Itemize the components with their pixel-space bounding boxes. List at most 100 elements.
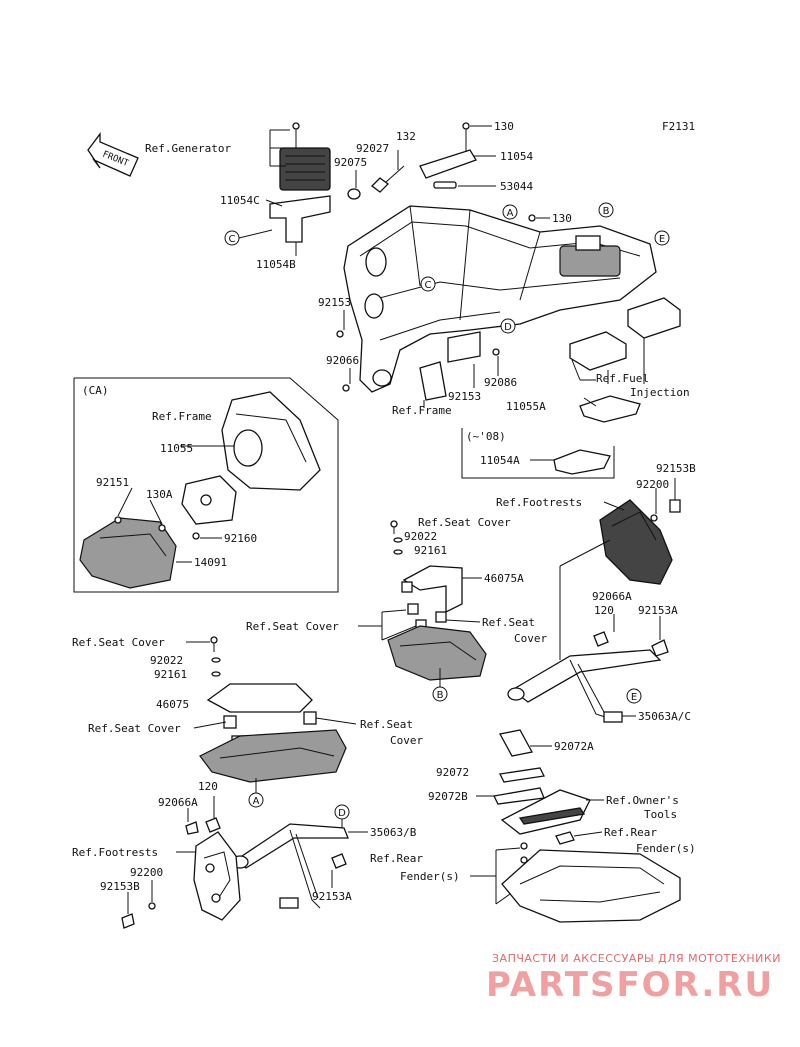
generator-regulator-part (279, 122, 331, 191)
bracket-11054c-part (269, 195, 331, 243)
seat-bracket-46075a-part (390, 520, 463, 631)
collar-92075-part (347, 188, 361, 200)
callout-46075a: 46075A (484, 572, 524, 585)
callout-ref-frame-1: Ref.Frame (392, 404, 452, 417)
callout-ref-frame-2: Ref.Frame (152, 410, 212, 423)
marker-a-seat: A (248, 792, 264, 808)
callout-ref-rear-fender-2b: Fender(s) (400, 870, 460, 883)
callout-130-mid: 130 (552, 212, 572, 225)
callout-ref-seat-cover-1: Ref.Seat Cover (418, 516, 511, 529)
ca-inset: (CA) (73, 377, 339, 593)
callout-92027: 92027 (356, 142, 389, 155)
svg-text:A: A (253, 796, 260, 807)
callout-11054b: 11054B (256, 258, 296, 271)
marker-b-top: B (598, 202, 614, 218)
callout-92161-l: 92161 (154, 668, 187, 681)
callout-ref-rear-fender-2a: Ref.Rear (370, 852, 423, 865)
callout-92066a-l: 92066A (158, 796, 198, 809)
main-frame-part (343, 205, 657, 401)
callout-ref-generator: Ref.Generator (145, 142, 231, 155)
tool-kit-part (500, 789, 604, 835)
svg-text:A: A (507, 208, 514, 219)
svg-text:D: D (504, 322, 512, 333)
marker-d-frame: D (500, 318, 516, 334)
marker-c-left: C (224, 230, 240, 246)
callout-92072a: 92072A (554, 740, 594, 753)
bolt-132-part (371, 165, 405, 193)
callout-120-r: 120 (594, 604, 614, 617)
bracket-11055a-part (579, 395, 641, 423)
callout-ref-seat-cover-3a: Ref.Seat (482, 616, 535, 629)
fuel-injection-part (569, 297, 681, 384)
callout-92161-r: 92161 (414, 544, 447, 557)
callout-130-top: 130 (494, 120, 514, 133)
callout-14091: 14091 (194, 556, 227, 569)
right-footrest-bracket-part (599, 478, 681, 585)
sub-box-08 (461, 428, 615, 479)
svg-text:B: B (603, 206, 610, 217)
callout-ref-seat-cover-2: Ref.Seat Cover (246, 620, 339, 633)
callout-53044: 53044 (500, 180, 533, 193)
bolt-130-icon (528, 214, 536, 222)
sub-label-08: (~'08) (466, 430, 506, 443)
bolt-92086-icon (492, 348, 500, 356)
seat-base-right-part (387, 625, 487, 681)
bolt-92066-icon (342, 384, 350, 392)
callout-92153a-r: 92153A (638, 604, 678, 617)
callout-120-l: 120 (198, 780, 218, 793)
callout-46075: 46075 (156, 698, 189, 711)
marker-a-top: A (502, 204, 518, 220)
callout-35063ac: 35063A/C (638, 710, 691, 723)
svg-text:D: D (338, 808, 346, 819)
callout-ref-seat-cover-3b: Cover (514, 632, 547, 645)
strap-92072b-part (476, 787, 545, 805)
marker-c-frame: C (420, 276, 436, 292)
callout-ref-rear-fender-1b: Fender(s) (636, 842, 696, 855)
callout-ref-fuel-2: Injection (630, 386, 690, 399)
callout-92086: 92086 (484, 376, 517, 389)
figure-code: F2131 (662, 120, 695, 133)
callout-ref-seat-cover-6b: Cover (390, 734, 423, 747)
callout-ref-seat-cover-6a: Ref.Seat (360, 718, 413, 731)
callout-ref-rear-fender-1a: Ref.Rear (604, 826, 657, 839)
watermark-logo-text: PARTSFOR.RU (486, 965, 774, 1005)
callout-92066a: 92066A (592, 590, 632, 603)
svg-text:E: E (659, 234, 665, 245)
callout-132: 132 (396, 130, 416, 143)
callout-92022-l: 92022 (150, 654, 183, 667)
svg-text:E: E (631, 692, 637, 703)
callout-11055a: 11055A (506, 400, 546, 413)
callout-ref-seat-cover-4: Ref.Seat Cover (72, 636, 165, 649)
callout-92022-r: 92022 (404, 530, 437, 543)
left-footrest-bracket-part (121, 831, 241, 929)
callout-11055: 11055 (160, 442, 193, 455)
seat-bracket-46075-part (206, 636, 317, 749)
svg-text:C: C (229, 234, 236, 245)
callout-92075: 92075 (334, 156, 367, 169)
callout-ref-owners-2: Tools (644, 808, 677, 821)
callout-92200-l: 92200 (130, 866, 163, 879)
callout-92153b-l: 92153B (100, 880, 140, 893)
strap-92072-part (499, 767, 545, 783)
watermark-top-line: ЗАПЧАСТИ И АКСЕССУАРЫ ДЛЯ МОТОТЕХНИКИ (492, 952, 781, 965)
callout-92151: 92151 (96, 476, 129, 489)
callout-130a: 130A (146, 488, 173, 501)
bracket-11054-part (419, 122, 477, 179)
bolt-92153-icon (336, 330, 344, 338)
marker-d-stay: D (334, 804, 350, 820)
callout-ref-footrests-r: Ref.Footrests (496, 496, 582, 509)
callout-ref-owners-1: Ref.Owner's (606, 794, 679, 807)
strap-92072a-part (499, 729, 552, 757)
rubber-53044-part (433, 181, 457, 189)
callout-92153a-l: 92153A (312, 890, 352, 903)
marker-e-stay: E (626, 688, 642, 704)
callout-92160: 92160 (224, 532, 257, 545)
callout-ref-fuel-1: Ref.Fuel (596, 372, 649, 385)
leader-lines-top (265, 125, 597, 408)
callout-92153-a: 92153 (318, 296, 351, 309)
inset-label: (CA) (82, 384, 109, 397)
rear-fender-part (495, 831, 681, 923)
marker-e-top: E (654, 230, 670, 246)
callout-92072: 92072 (436, 766, 469, 779)
